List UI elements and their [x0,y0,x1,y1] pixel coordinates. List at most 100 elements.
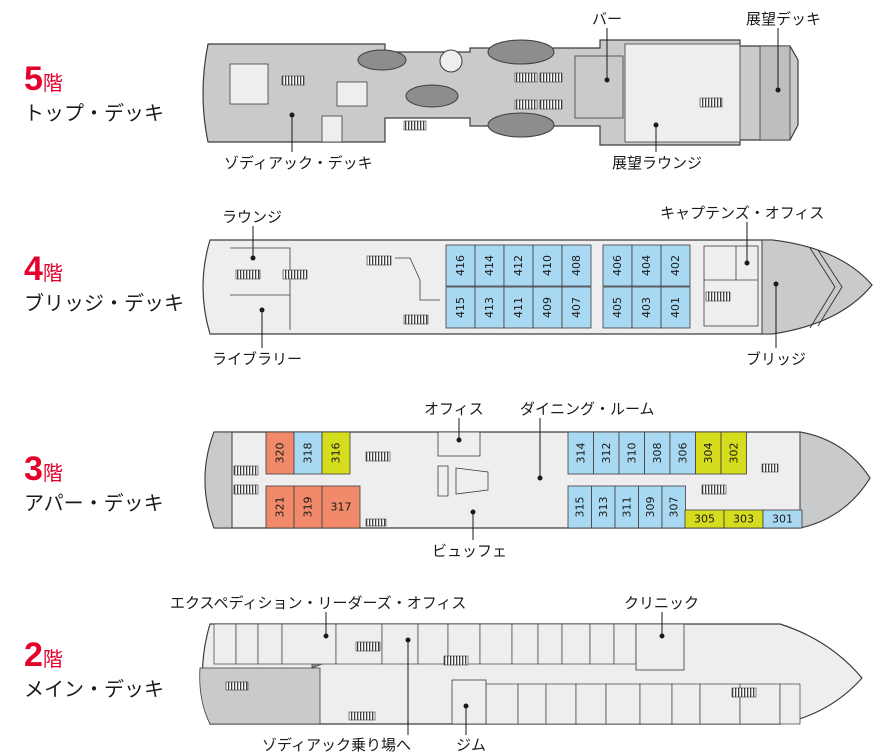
cabin-box [660,244,691,287]
cabin-411: 411 [503,286,534,329]
label-office: オフィス [424,400,484,418]
label-clinic: クリニック [624,594,700,612]
cabin-402: 402 [660,244,691,287]
cabin-311: 311 [614,485,639,529]
cabin-box [602,286,633,329]
deck5-room-c [336,81,368,107]
cabin-313: 313 [591,485,616,529]
label-zodiac-boarding: ゾディアック乗り場へ [262,736,411,754]
cabin-319: 319 [293,485,323,529]
cabin-box [660,286,691,329]
deck2-room [517,683,547,725]
cabin-box [474,286,505,329]
cabin-320: 320 [265,431,295,475]
cabin-301: 301 [762,509,803,529]
deck2-room [381,623,419,665]
deck5-zodiac-boat-2 [405,84,459,108]
deck5-crane [439,49,463,73]
deck5-stairs-3 [514,72,538,83]
cabin-box [561,244,592,287]
deck5-plan [202,28,799,152]
cabin-number: 305 [694,513,715,526]
cabin-number: 318 [302,443,315,464]
deck2-room [545,683,577,725]
deck5-stairs-5 [514,99,538,110]
deck2-stairs-1 [225,681,249,691]
deck2-stairs-3 [443,655,469,666]
cabin-box [631,244,662,287]
deck4-stairs-4 [403,314,429,325]
cabin-number: 304 [702,443,715,464]
deck2-room [417,623,449,665]
deck2-room [589,623,615,665]
cabin-317: 317 [321,485,361,529]
cabin-box [445,244,476,287]
deck2-room [671,683,701,725]
cabin-box [321,485,361,529]
cabin-number: 319 [302,497,315,518]
label-gym: ジム [456,736,487,754]
label-dining-room: ダイニング・ルーム [520,400,655,418]
deck3-stairs-5 [701,484,727,495]
label-bridge: ブリッジ [746,350,807,368]
deck5-kai: 階 [42,71,63,95]
cabin-314: 314 [567,431,594,475]
cabin-box [293,485,323,529]
label-lounge: ラウンジ [222,208,283,226]
cabin-number: 408 [570,255,583,276]
deck2-room [485,683,519,725]
cabin-404: 404 [631,244,662,287]
cabin-box [532,286,563,329]
cabin-box [503,286,534,329]
cabin-box [631,286,662,329]
label-captains-office: キャプテンズ・オフィス [660,204,825,222]
deck3-name: アパー・デッキ [24,491,164,515]
cabin-number: 313 [597,497,610,518]
cabin-305: 305 [684,509,725,529]
cabin-number: 406 [611,255,624,276]
deck2-room [639,683,673,725]
deck2-room [575,683,607,725]
cabin-box [720,431,747,475]
deck5-obs-deck-area [759,45,791,141]
cabin-box [661,485,686,529]
deck3-stern [204,431,233,529]
deck3-stairs-6 [761,463,779,473]
cabin-309: 309 [638,485,663,529]
cabin-401: 401 [660,286,691,329]
deck5-stairs-1 [281,75,305,86]
deck2-room [537,623,563,665]
cabin-number: 306 [676,443,689,464]
cabin-number: 411 [512,297,525,318]
deck5-lifeboat-1 [487,39,555,65]
cabin-414: 414 [474,244,505,287]
cabin-321: 321 [265,485,295,529]
cabin-315: 315 [567,485,592,529]
deck2-plan [199,612,863,735]
cabin-number: 308 [651,443,664,464]
deck2-title: 2階 メイン・デッキ [24,636,164,702]
label-bar: バー [592,10,623,28]
deck4-captain-area [703,245,759,327]
deck4-stairs-3 [366,255,392,266]
deck4-stairs-1 [235,269,261,280]
deck2-room [779,683,801,725]
deck5-number: 5 [24,60,43,98]
cabin-316: 316 [321,431,351,475]
cabin-302: 302 [720,431,747,475]
deck2-room [605,683,641,725]
cabin-number: 414 [483,255,496,276]
deck5-stairs-6 [539,99,563,110]
deck4-name: ブリッジ・デッキ [24,291,184,315]
cabin-box [474,244,505,287]
deck2-stairs-4 [348,711,376,721]
cabin-number: 401 [669,297,682,318]
deck2-room [561,623,591,665]
deck2-room [511,623,539,665]
deck5-stairs-7 [699,97,723,108]
deck3-stairs-3 [365,451,391,462]
